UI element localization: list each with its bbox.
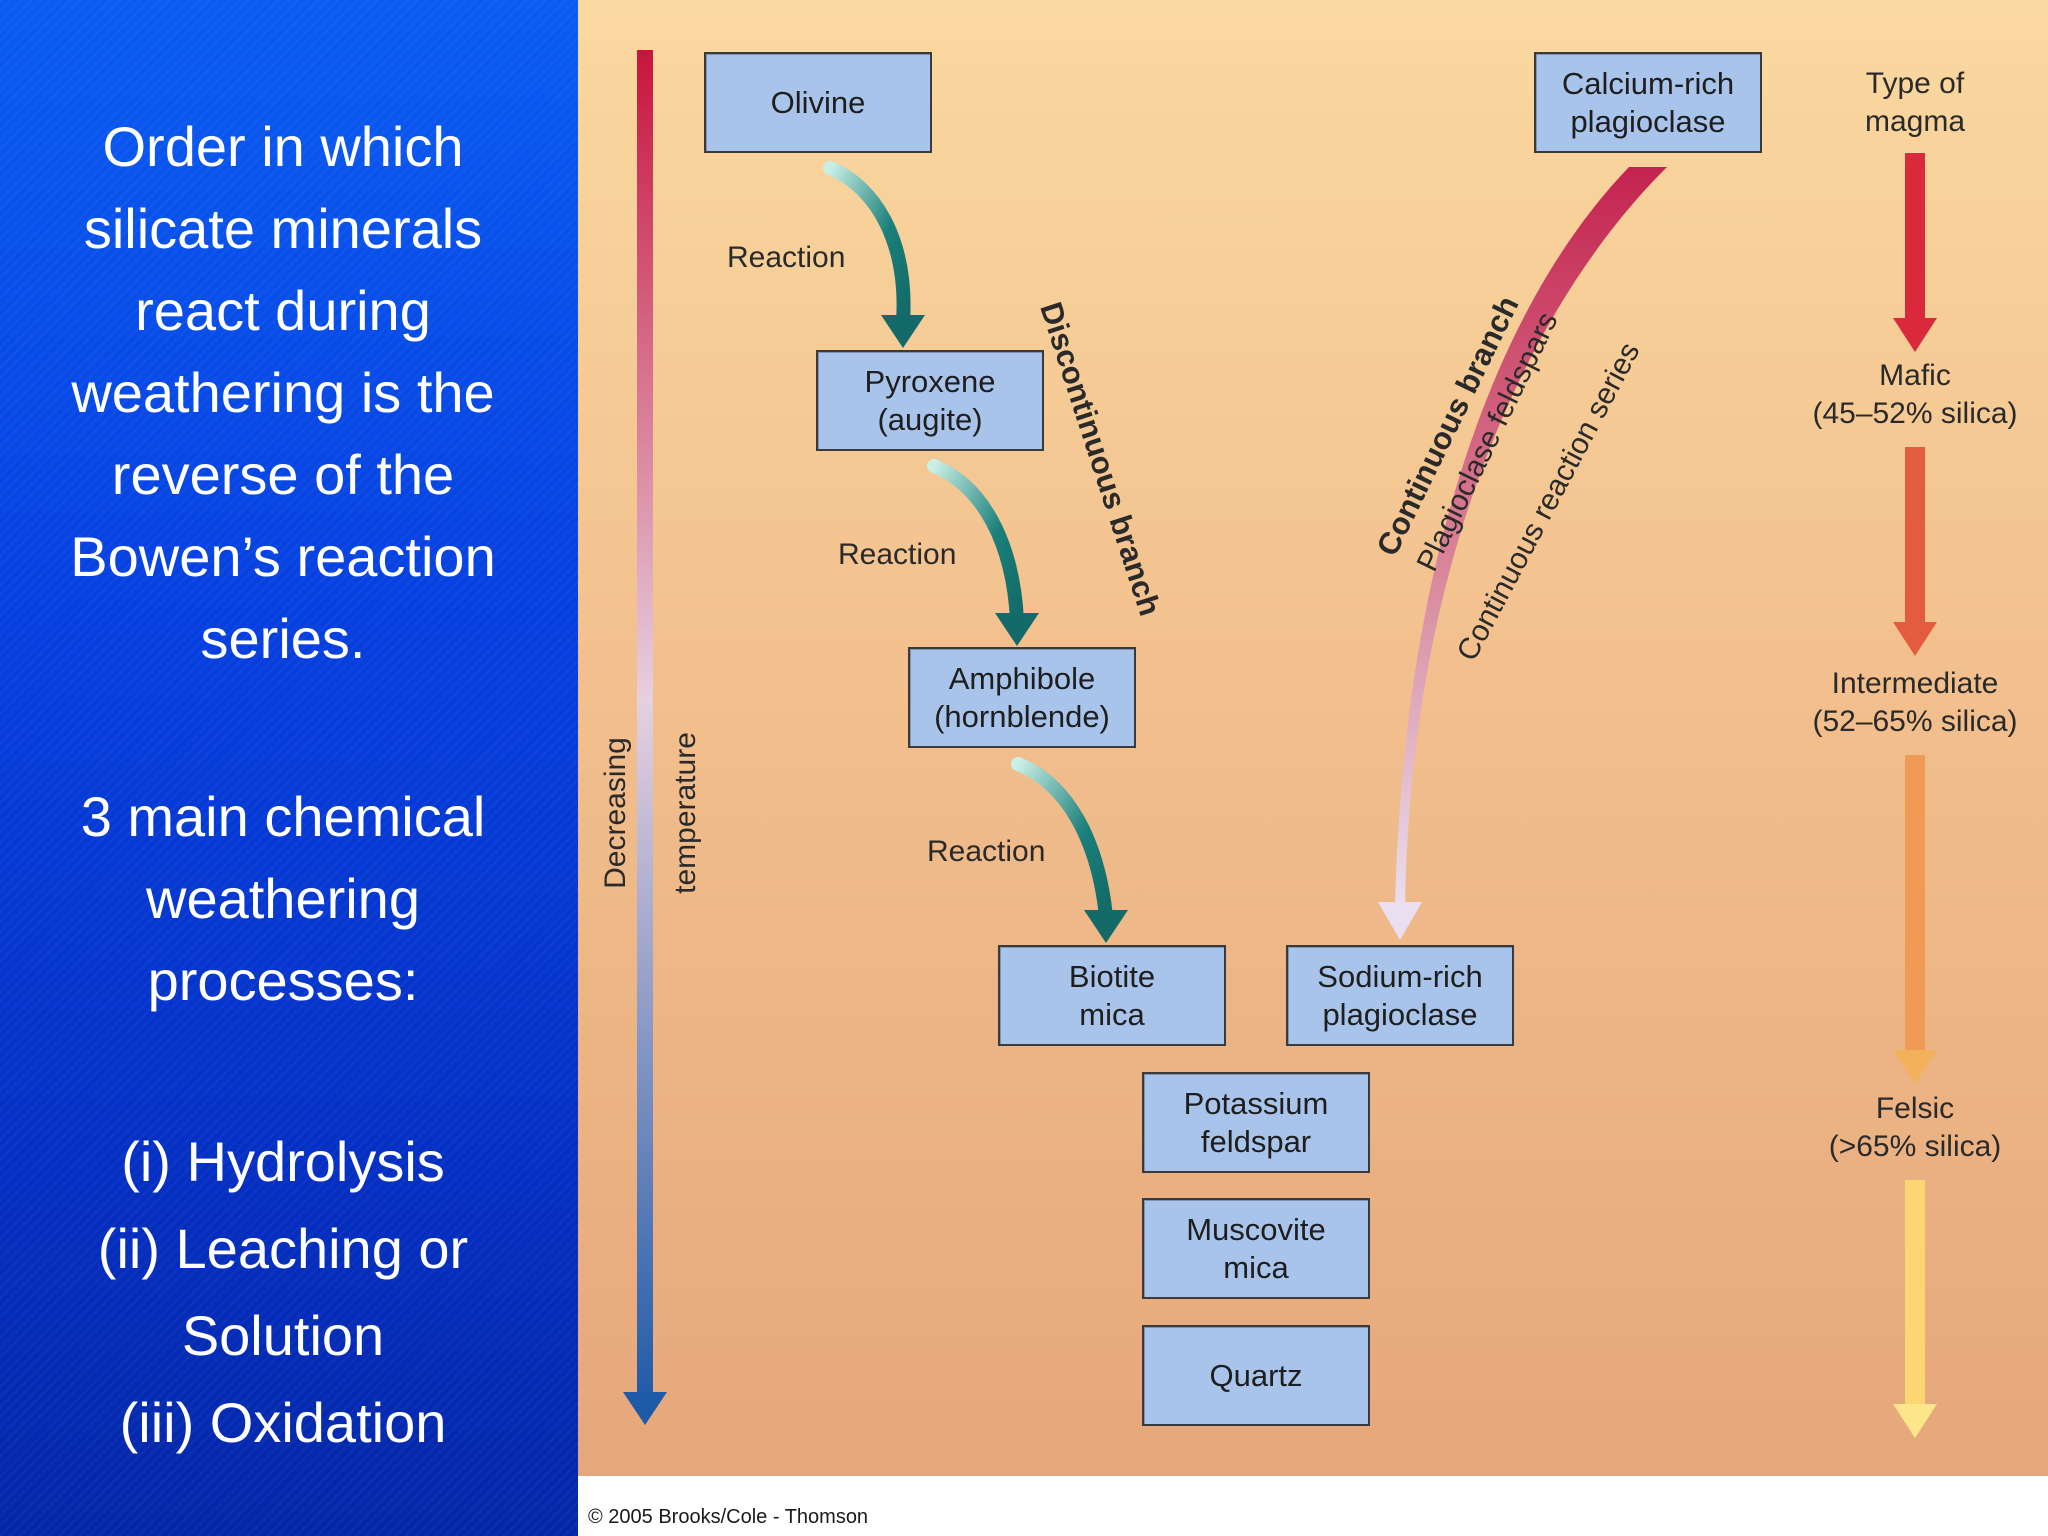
- mineral-box-pyroxene: Pyroxene (augite): [816, 350, 1044, 451]
- processes-heading: 3 main chemical weathering processes:: [0, 776, 566, 1022]
- reaction-label: Reaction: [727, 241, 846, 274]
- intro-line: weathering is the: [71, 361, 495, 424]
- continuous-branch-arrow: [1395, 167, 1667, 908]
- mineral-box-sodium-plagioclase: Sodium-rich plagioclase: [1286, 945, 1514, 1046]
- reaction-arrow: [927, 459, 1024, 627]
- bowen-reaction-diagram: Decreasing temperature Olivine Pyroxene …: [578, 0, 2048, 1536]
- mineral-box-amphibole: Amphibole (hornblende): [908, 647, 1136, 748]
- mineral-box-muscovite: Muscovite mica: [1142, 1198, 1370, 1299]
- temperature-label-temperature: temperature: [669, 732, 702, 894]
- mineral-box-quartz: Quartz: [1142, 1325, 1370, 1426]
- intro-line: reverse of the: [111, 443, 455, 506]
- reaction-arrow-head: [1084, 910, 1128, 943]
- temperature-arrow-head: [623, 1392, 667, 1425]
- process-item: (i) Hydrolysis: [121, 1130, 445, 1193]
- heading-line: processes:: [147, 949, 419, 1012]
- magma-arrow-shaft: [1905, 1180, 1925, 1410]
- mineral-label: Olivine: [770, 84, 866, 120]
- intro-line: react during: [135, 279, 431, 342]
- heading-line: weathering: [146, 867, 420, 930]
- mineral-label: Biotite mica: [1068, 958, 1156, 1032]
- mineral-label: Amphibole (hornblende): [934, 660, 1110, 734]
- magma-arrow-head: [1893, 318, 1937, 352]
- mineral-box-potassium-feldspar: Potassium feldspar: [1142, 1072, 1370, 1173]
- copyright-notice: © 2005 Brooks/Cole - Thomson: [588, 1506, 869, 1528]
- magma-arrow-shaft: [1905, 153, 1925, 323]
- reaction-label: Reaction: [838, 538, 957, 571]
- reaction-arrow-head: [881, 315, 925, 348]
- heading-line: 3 main chemical: [80, 785, 486, 848]
- magma-type-title: Type of magma: [1864, 67, 1966, 138]
- mineral-label: Quartz: [1209, 1357, 1303, 1393]
- magma-arrow-shaft: [1905, 755, 1925, 1055]
- process-item: (ii) Leaching or: [97, 1217, 469, 1280]
- mineral-label: Sodium-rich plagioclase: [1317, 958, 1483, 1032]
- reaction-arrow: [823, 161, 911, 329]
- temperature-arrow-shaft: [637, 50, 653, 1405]
- reaction-arrow: [1011, 757, 1113, 923]
- magma-label-felsic: Felsic (>65% silica): [1828, 1092, 2002, 1163]
- process-item: (iii) Oxidation: [119, 1391, 447, 1454]
- intro-line: Order in which: [102, 115, 464, 178]
- magma-arrow-head: [1893, 622, 1937, 656]
- continuous-branch-arrow-head: [1378, 902, 1422, 940]
- intro-line: series.: [200, 607, 366, 670]
- magma-arrow-shaft: [1905, 447, 1925, 627]
- mineral-box-calcium-plagioclase: Calcium-rich plagioclase: [1534, 52, 1762, 153]
- temperature-label-decreasing: Decreasing: [599, 737, 632, 889]
- mineral-label: Potassium feldspar: [1183, 1085, 1329, 1159]
- text-panel: Order in which silicate minerals react d…: [0, 0, 578, 1536]
- magma-label-intermediate: Intermediate (52–65% silica): [1812, 667, 2018, 738]
- intro-line: Bowen’s reaction: [70, 525, 496, 588]
- magma-arrow-head: [1893, 1050, 1937, 1084]
- magma-arrow-head: [1893, 1404, 1937, 1438]
- intro-line: silicate minerals: [83, 197, 483, 260]
- mineral-label: Pyroxene (augite): [864, 363, 996, 437]
- mineral-label: Calcium-rich plagioclase: [1561, 65, 1735, 139]
- process-item: Solution: [181, 1304, 385, 1367]
- magma-label-mafic: Mafic (45–52% silica): [1812, 359, 2018, 430]
- mineral-box-olivine: Olivine: [704, 52, 932, 153]
- reaction-label: Reaction: [927, 835, 1046, 868]
- reaction-arrow-head: [995, 613, 1039, 646]
- diagram-arrows: [623, 50, 1937, 1438]
- processes-list: (i) Hydrolysis (ii) Leaching or Solution…: [0, 1118, 566, 1466]
- intro-text: Order in which silicate minerals react d…: [0, 106, 566, 680]
- mineral-label: Muscovite mica: [1186, 1211, 1326, 1285]
- mineral-box-biotite: Biotite mica: [998, 945, 1226, 1046]
